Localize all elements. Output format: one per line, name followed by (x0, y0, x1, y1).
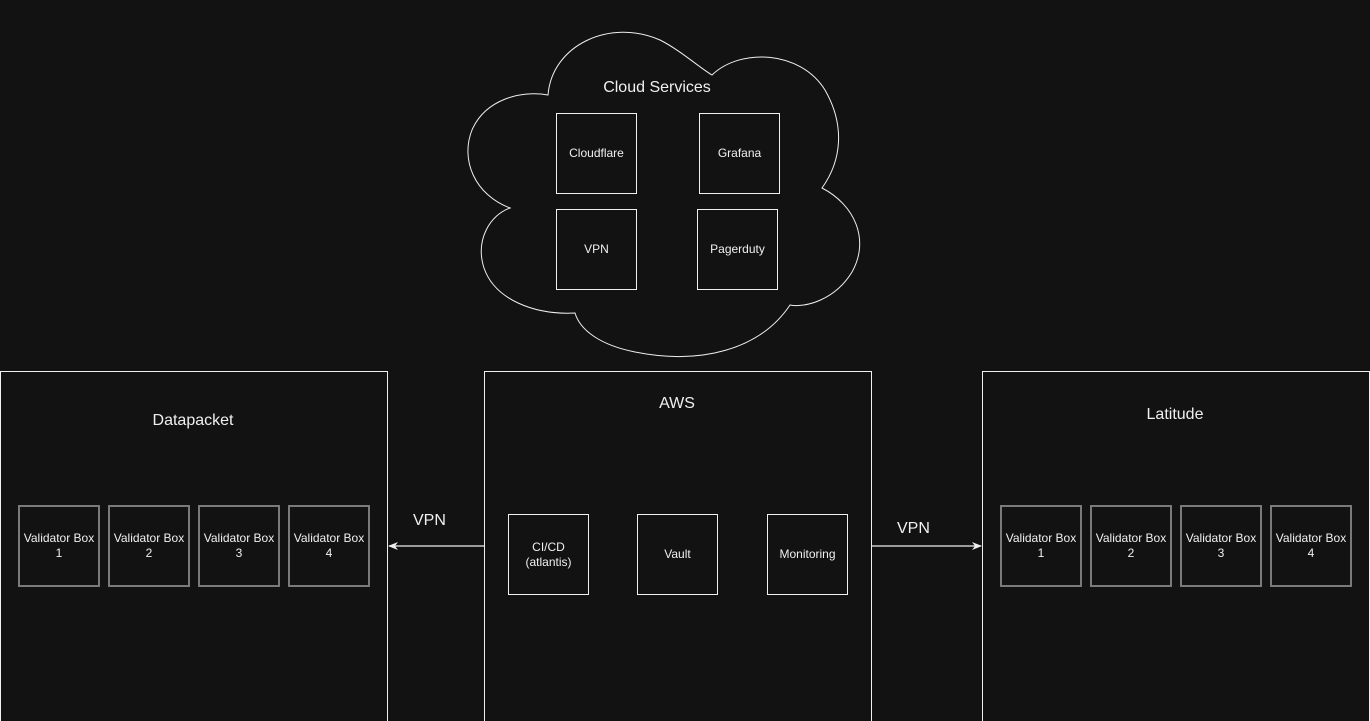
validator-box-number: 4 (1307, 546, 1315, 560)
validator-box-label: Validator Box (1095, 531, 1167, 545)
vpn-edge-left-label: VPN (413, 512, 446, 529)
vault-node[interactable]: Vault (637, 514, 718, 595)
validator-box-label: Validator Box (203, 531, 275, 545)
datapacket-container (0, 371, 388, 721)
monitoring-node[interactable]: Monitoring (767, 514, 848, 595)
cicd-sublabel: (atlantis) (525, 554, 572, 569)
vpn-service-label: VPN (584, 242, 609, 256)
aws-title: AWS (659, 395, 695, 412)
datapacket-title: Datapacket (152, 412, 234, 429)
validator-box-label: Validator Box (1185, 531, 1257, 545)
validator-box-label: Validator Box (293, 531, 365, 545)
validator-box-label: Validator Box (23, 531, 95, 545)
validator-box-number: 1 (55, 546, 63, 560)
grafana-node[interactable]: Grafana (699, 113, 780, 194)
cloudflare-label: Cloudflare (569, 146, 624, 160)
validator-box-number: 2 (1127, 546, 1135, 560)
grafana-label: Grafana (717, 146, 762, 160)
validator-box-label: Validator Box (113, 531, 185, 545)
cicd-label: CI/CD (532, 539, 565, 554)
validator-box-number: 2 (145, 546, 153, 560)
vpn-edge-right-label: VPN (897, 520, 930, 537)
pagerduty-node[interactable]: Pagerduty (697, 209, 778, 290)
validator-box-label: Validator Box (1275, 531, 1347, 545)
aws-container (484, 371, 872, 721)
monitoring-label: Monitoring (779, 547, 836, 561)
cicd-node[interactable]: CI/CD(atlantis) (508, 514, 589, 595)
cloud-services-title: Cloud Services (603, 79, 711, 96)
validator-box-number: 4 (325, 546, 333, 560)
vault-label: Vault (664, 547, 691, 561)
validator-box-number: 3 (1217, 546, 1225, 560)
validator-box-number: 1 (1037, 546, 1045, 560)
vpn-service-node[interactable]: VPN (556, 209, 637, 290)
latitude-title: Latitude (1146, 406, 1204, 423)
validator-box-number: 3 (235, 546, 243, 560)
validator-box-label: Validator Box (1005, 531, 1077, 545)
pagerduty-label: Pagerduty (710, 242, 765, 256)
cloudflare-node[interactable]: Cloudflare (556, 113, 637, 194)
